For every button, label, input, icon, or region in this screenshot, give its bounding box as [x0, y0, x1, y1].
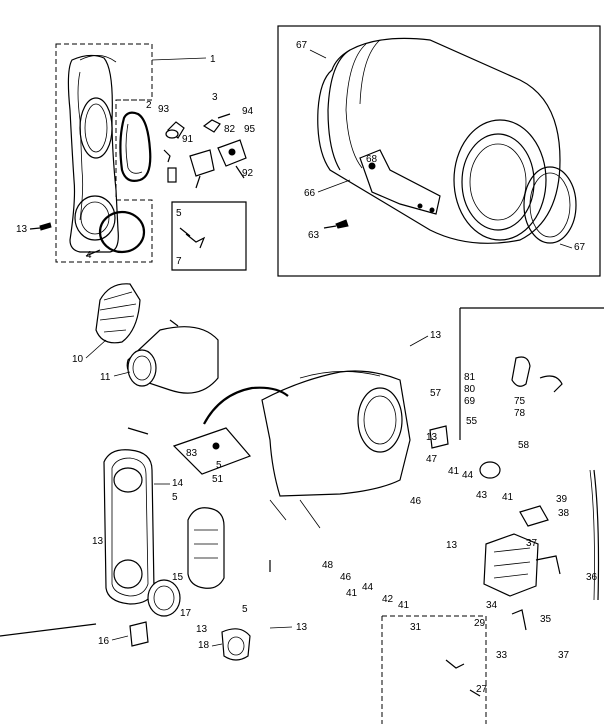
- callout-label: 10: [72, 354, 84, 365]
- callout-label: 46: [340, 572, 352, 583]
- callout-label: 42: [382, 594, 394, 605]
- callout-label: 57: [430, 388, 442, 399]
- callout-label: 11: [100, 372, 111, 383]
- callout-label: 16: [98, 636, 110, 647]
- callout-label: 46: [410, 496, 422, 507]
- callout-label: 1: [210, 54, 216, 65]
- cabinet: [203, 370, 411, 572]
- callout-label: 39: [556, 494, 568, 505]
- callout-label: 58: [518, 440, 530, 451]
- callout-label: 13: [446, 540, 458, 551]
- callout-label: 55: [466, 416, 478, 427]
- callout-label: 5: [172, 492, 178, 503]
- callout-label: 13: [426, 432, 438, 443]
- callout-label: 91: [182, 134, 194, 145]
- callout-label: 2: [146, 100, 152, 111]
- bottom-right-box: [381, 609, 527, 724]
- callout-label: 33: [496, 650, 508, 661]
- callout-label: 94: [242, 106, 254, 117]
- callout-label: 80: [464, 384, 476, 395]
- callout-label: 69: [464, 396, 476, 407]
- callout-labels: 1 2 3 93 94 91 82 95 92 13 4 5 7 67 68 6…: [16, 40, 598, 695]
- callout-label: 63: [308, 230, 320, 241]
- callout-label: 27: [476, 684, 488, 695]
- callout-label: 14: [172, 478, 184, 489]
- callout-label: 4: [86, 250, 92, 261]
- callout-label: 81: [464, 372, 476, 383]
- callout-label: 82: [224, 124, 236, 135]
- motor-assembly: [429, 307, 604, 601]
- callout-label: 13: [196, 624, 208, 635]
- callout-label: 13: [92, 536, 104, 547]
- callout-label: 13: [430, 330, 442, 341]
- callout-label: 47: [426, 454, 438, 465]
- callout-label: 5: [216, 460, 222, 471]
- callout-label: 5: [242, 604, 248, 615]
- callout-label: 5: [176, 208, 182, 219]
- front-duct-assembly: [103, 427, 252, 617]
- callout-label: 38: [558, 508, 570, 519]
- callout-label: 78: [514, 408, 526, 419]
- callout-label: 15: [172, 572, 184, 583]
- callout-label: 41: [502, 492, 514, 503]
- callout-label: 66: [304, 188, 316, 199]
- callout-label: 35: [540, 614, 552, 625]
- callout-label: 36: [586, 572, 598, 583]
- inset-box-hardware: [171, 201, 247, 271]
- callout-label: 44: [462, 470, 474, 481]
- callout-label: 51: [212, 474, 224, 485]
- callout-label: 3: [212, 92, 218, 103]
- callout-label: 92: [242, 168, 254, 179]
- lower-left-parts: [0, 621, 251, 661]
- blower-fan: [95, 283, 219, 394]
- callout-label: 83: [186, 448, 198, 459]
- callout-label: 68: [366, 154, 378, 165]
- callout-label: 95: [244, 124, 256, 135]
- callout-label: 37: [526, 538, 538, 549]
- callout-label: 48: [322, 560, 334, 571]
- callout-label: 17: [180, 608, 192, 619]
- callout-label: 67: [296, 40, 308, 51]
- callout-label: 44: [362, 582, 374, 593]
- callout-label: 37: [558, 650, 570, 661]
- callout-label: 31: [410, 622, 422, 633]
- callout-label: 13: [296, 622, 308, 633]
- callout-label: 41: [448, 466, 460, 477]
- callout-label: 93: [158, 104, 170, 115]
- callout-label: 41: [398, 600, 410, 611]
- drum-box: [277, 25, 601, 277]
- callout-label: 75: [514, 396, 526, 407]
- callout-label: 18: [198, 640, 210, 651]
- door-switch-parts: [163, 113, 247, 189]
- callout-label: 29: [474, 618, 486, 629]
- callout-label: 43: [476, 490, 488, 501]
- callout-label: 7: [176, 256, 182, 267]
- front-panel-assembly: [29, 43, 153, 263]
- callout-label: 67: [574, 242, 586, 253]
- callout-label: 41: [346, 588, 358, 599]
- callout-label: 34: [486, 600, 498, 611]
- callout-label: 13: [16, 224, 28, 235]
